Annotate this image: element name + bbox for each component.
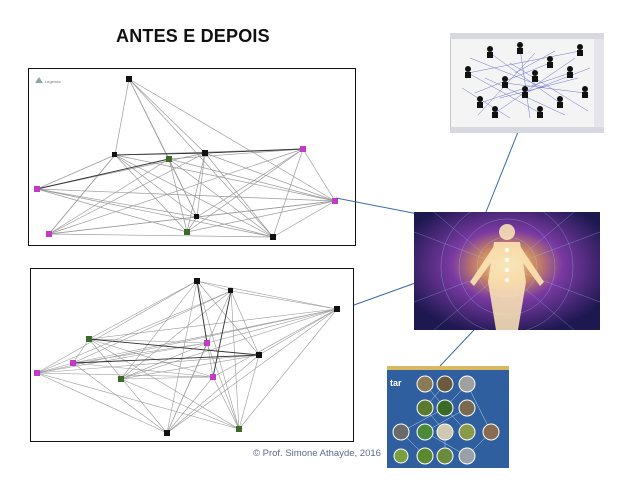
species-web-thumbnail: tar — [387, 366, 509, 468]
people-network-thumbnail — [450, 33, 604, 133]
cosmic-body-image — [414, 212, 600, 330]
graph-before-legend-label: Legenda — [45, 79, 61, 84]
species-web-label: tar — [390, 378, 402, 388]
footer-copyright: © Prof. Simone Athayde, 2016 — [253, 448, 381, 459]
slide-title: ANTES E DEPOIS — [116, 26, 270, 46]
graph-after-network — [34, 278, 340, 436]
graph-before-legend-icon: Legenda — [35, 77, 61, 84]
graph-after-panel — [30, 268, 354, 442]
species-web-icon — [392, 375, 500, 465]
graph-before-panel: Legenda — [28, 68, 356, 246]
cosmic-body-icon — [470, 224, 544, 330]
graph-before-network: Legenda — [34, 76, 338, 240]
people-network-icon — [461, 42, 591, 119]
